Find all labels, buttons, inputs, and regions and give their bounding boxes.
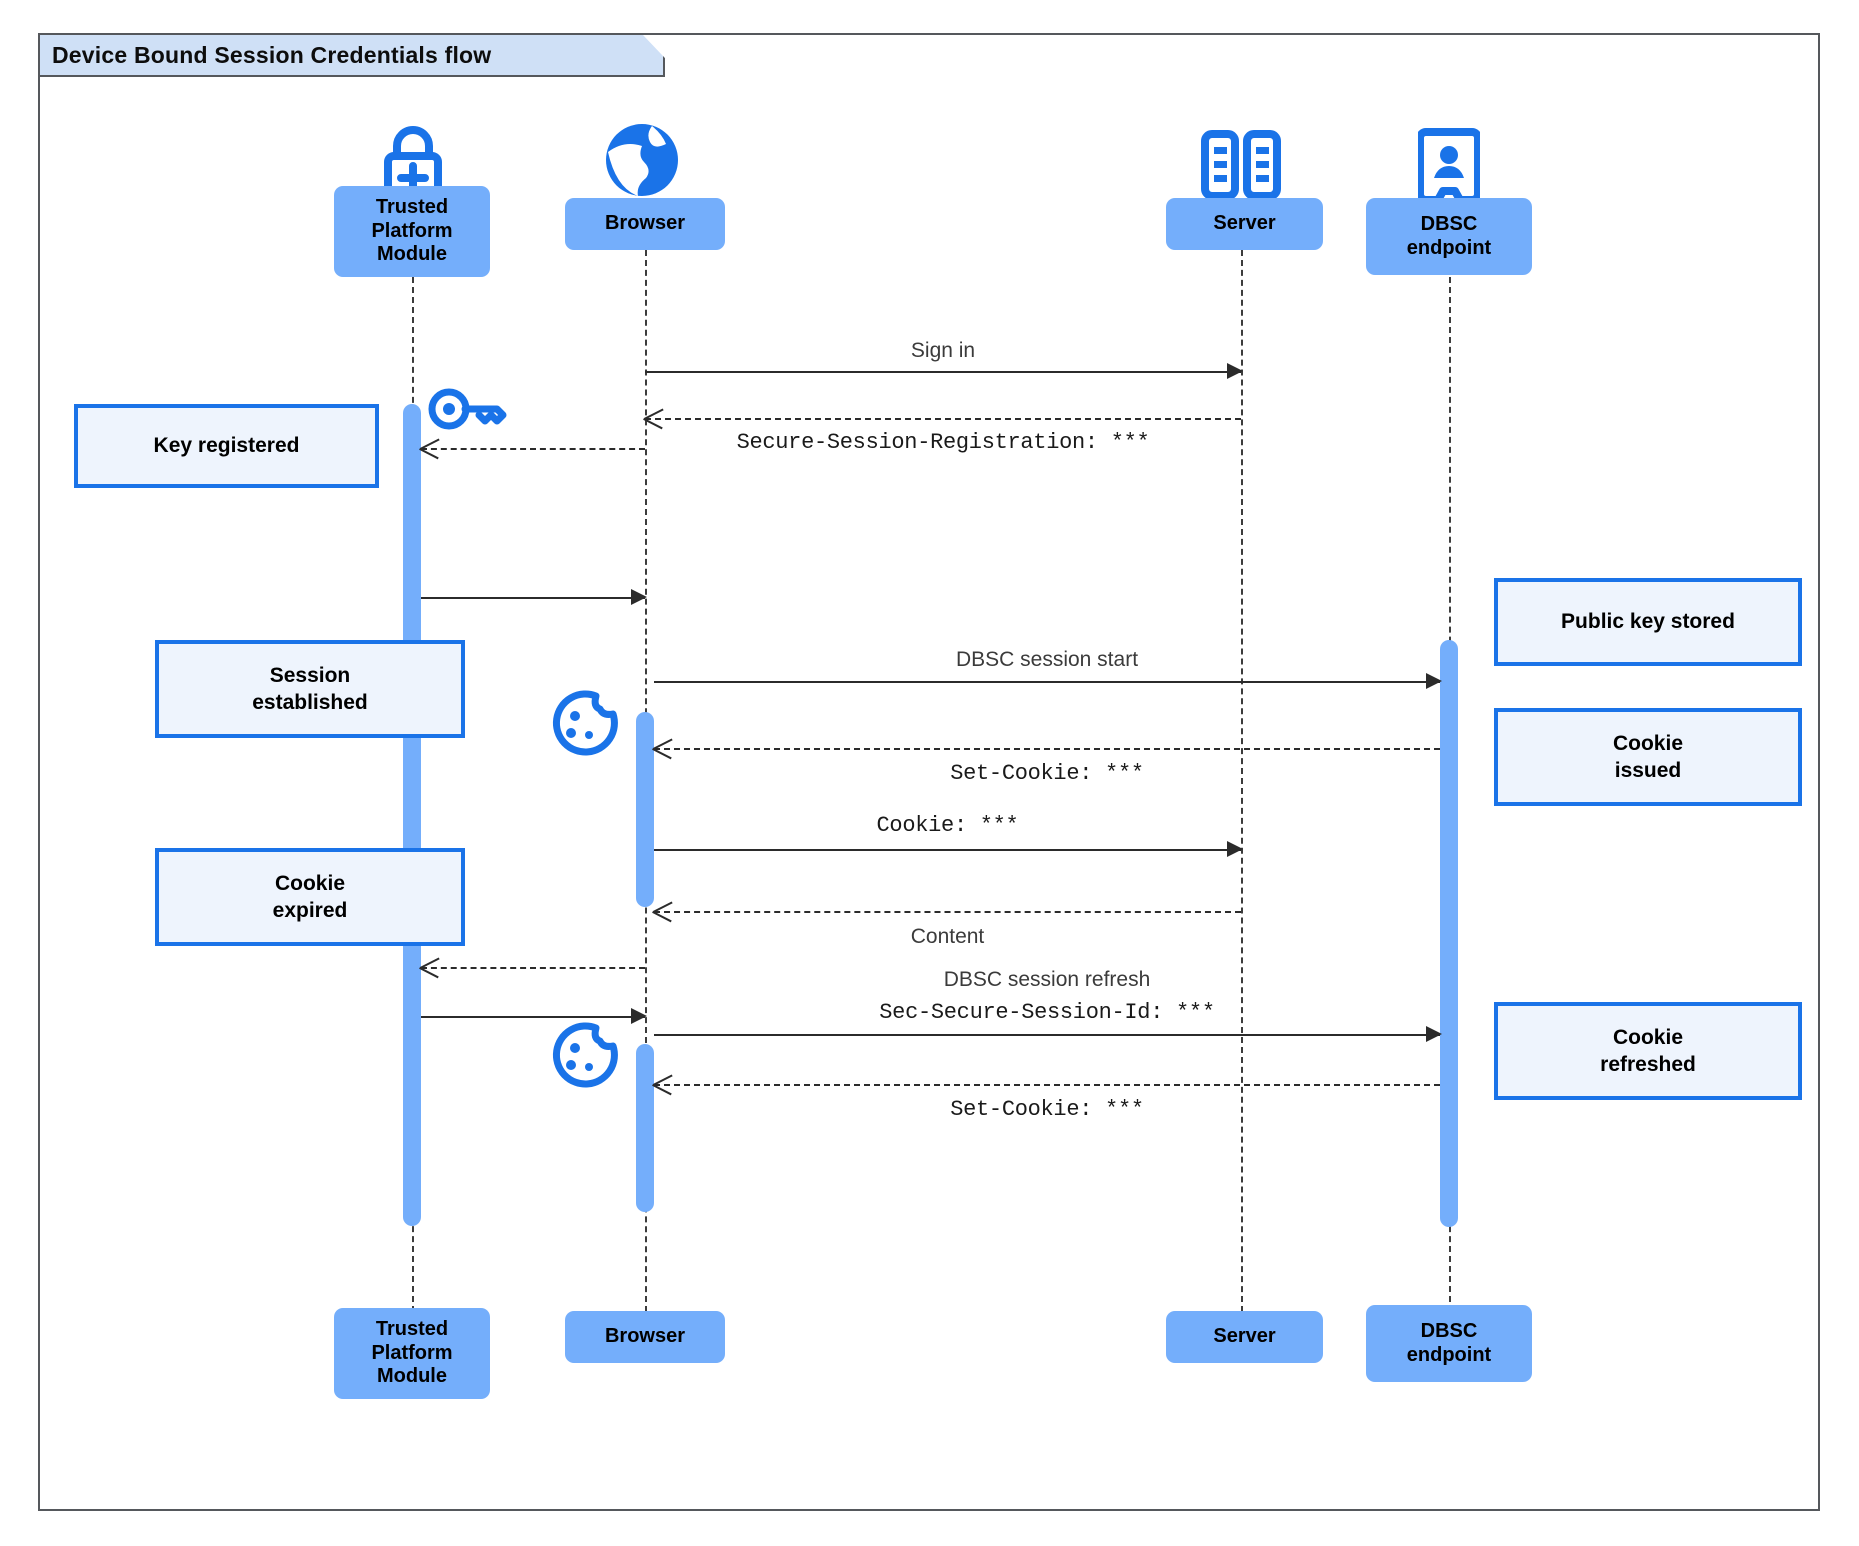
participant-label: Browser xyxy=(604,212,686,235)
cookie-icon xyxy=(548,688,620,765)
note-cookie-expired: Cookie expired xyxy=(155,848,465,946)
key-icon xyxy=(427,384,507,439)
activation-bar-browser-2 xyxy=(636,1044,654,1212)
participant-tpm-bottom[interactable]: Trusted Platform Module xyxy=(334,1308,490,1399)
note-text-line2: issued xyxy=(1614,759,1682,782)
participant-server-top[interactable]: Server xyxy=(1166,198,1323,250)
participant-label-line3: Module xyxy=(377,243,447,266)
note-text-line1: Cookie xyxy=(274,871,345,895)
message-label-set-cookie-1: Set-Cookie: *** xyxy=(950,761,1144,786)
message-label-cookie: Cookie: *** xyxy=(876,813,1019,838)
note-public-key-stored: Public key stored xyxy=(1494,578,1802,666)
globe-icon xyxy=(600,118,684,207)
note-cookie-issued: Cookie issued xyxy=(1494,708,1802,806)
note-text: Public key stored xyxy=(1561,610,1735,634)
server-rack-icon xyxy=(1199,130,1283,207)
participant-browser-bottom[interactable]: Browser xyxy=(565,1311,725,1363)
participant-dbsc-top[interactable]: DBSC endpoint xyxy=(1366,198,1532,275)
page-title: Device Bound Session Credentials flow xyxy=(52,41,492,68)
participant-browser-top[interactable]: Browser xyxy=(565,198,725,250)
activation-bar-dbsc xyxy=(1440,640,1458,1227)
participant-label: Server xyxy=(1213,1325,1276,1348)
message-label-secure-session-registration: Secure-Session-Registration: *** xyxy=(736,430,1150,455)
participant-label-line2: endpoint xyxy=(1406,1343,1492,1366)
cookie-icon xyxy=(548,1020,620,1097)
participant-label-line1: Trusted xyxy=(375,1318,449,1341)
note-text-line1: Cookie xyxy=(1612,1025,1683,1049)
participant-server-bottom[interactable]: Server xyxy=(1166,1311,1323,1363)
activation-bar-tpm xyxy=(403,404,421,1226)
diagram-title-tab: Device Bound Session Credentials flow xyxy=(40,35,665,77)
note-key-registered: Key registered xyxy=(74,404,379,488)
participant-label-line1: DBSC xyxy=(1420,212,1478,235)
note-cookie-refreshed: Cookie refreshed xyxy=(1494,1002,1802,1100)
message-label-dbsc-session-refresh: DBSC session refresh xyxy=(943,968,1151,991)
participant-label-line3: Module xyxy=(377,1365,447,1388)
note-text-line1: Session xyxy=(269,663,351,687)
note-text-line1: Cookie xyxy=(1612,731,1683,755)
participant-label-line2: endpoint xyxy=(1406,236,1492,259)
participant-label-line2: Platform xyxy=(371,219,453,242)
participant-label-line1: Trusted xyxy=(375,196,449,219)
id-badge-icon xyxy=(1416,128,1482,209)
note-text-line2: expired xyxy=(272,899,348,922)
participant-label: Browser xyxy=(604,1325,686,1348)
message-label-dbsc-session-start: DBSC session start xyxy=(955,648,1139,671)
participant-tpm-top[interactable]: Trusted Platform Module xyxy=(334,186,490,277)
lifeline-server xyxy=(1241,250,1243,1312)
note-text: Key registered xyxy=(153,434,300,458)
message-label-set-cookie-2: Set-Cookie: *** xyxy=(950,1097,1144,1122)
participant-label-line1: DBSC xyxy=(1420,1319,1478,1342)
message-label-sec-secure-session-id: Sec-Secure-Session-Id: *** xyxy=(879,1000,1215,1025)
participant-label: Server xyxy=(1213,212,1276,235)
activation-bar-browser xyxy=(636,712,654,907)
note-text-line2: refreshed xyxy=(1600,1053,1696,1076)
note-session-established: Session established xyxy=(155,640,465,738)
note-text-line2: established xyxy=(252,691,368,714)
participant-label-line2: Platform xyxy=(371,1341,453,1364)
message-label-content: Content xyxy=(910,925,985,948)
participant-dbsc-bottom[interactable]: DBSC endpoint xyxy=(1366,1305,1532,1382)
message-label-sign-in: Sign in xyxy=(910,339,976,362)
